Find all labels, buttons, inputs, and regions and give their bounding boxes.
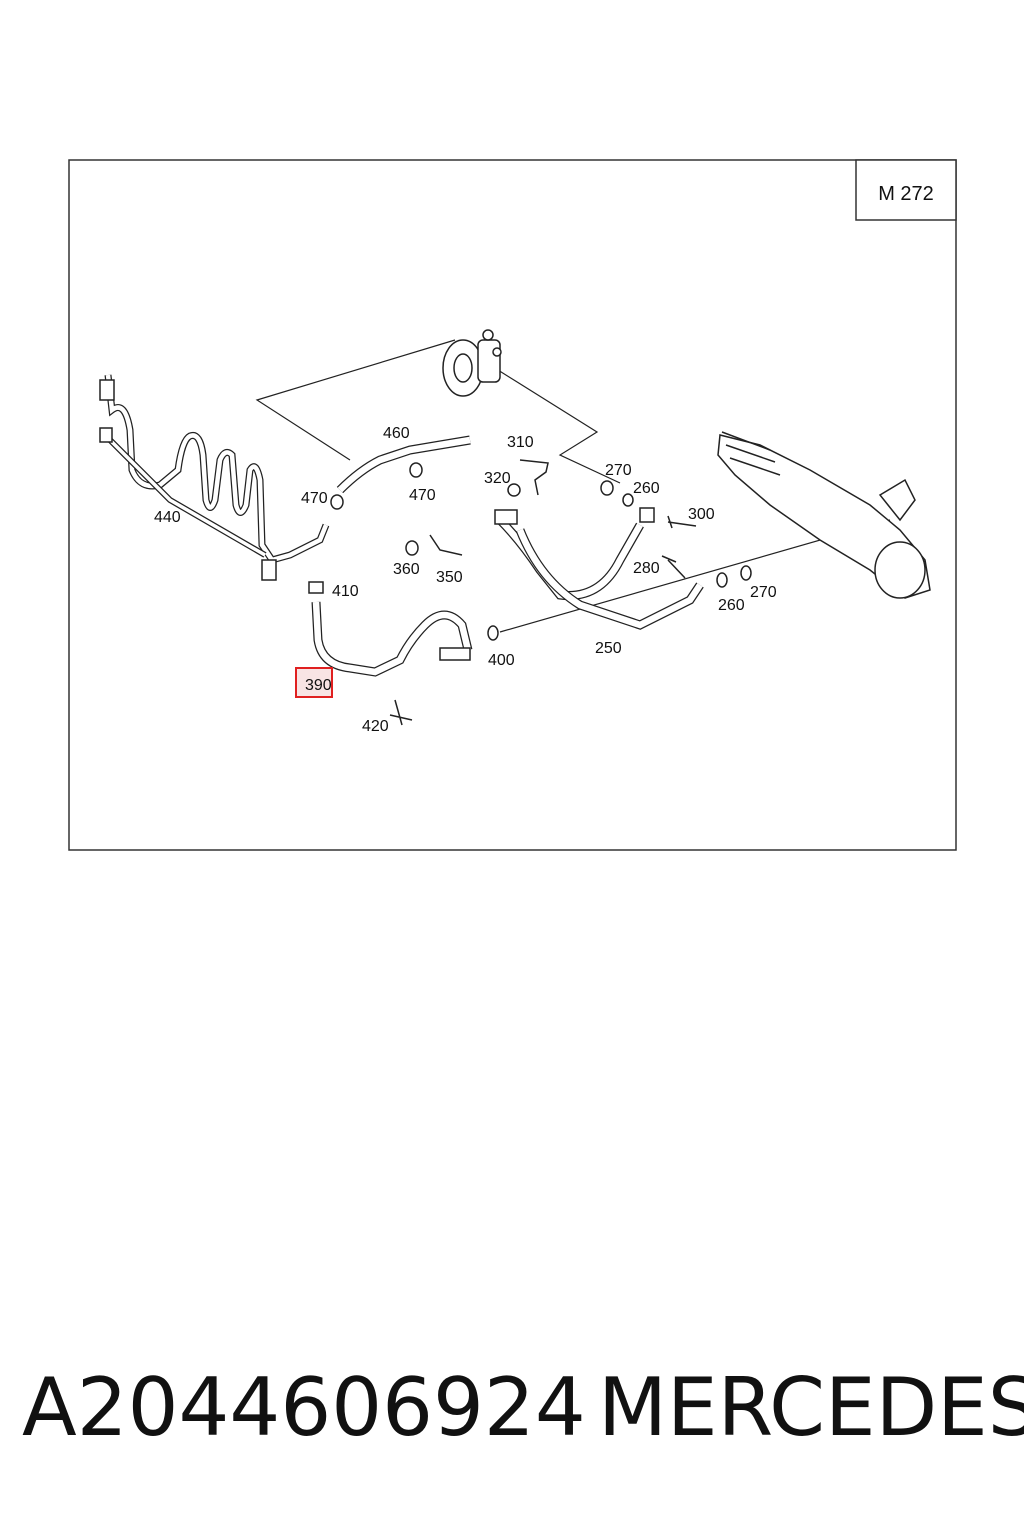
hose-460-icon — [336, 435, 471, 494]
steering-pump-icon — [442, 329, 502, 397]
label-260b: 260 — [718, 597, 745, 614]
steering-rack-icon — [717, 431, 931, 599]
label-400: 400 — [488, 652, 515, 669]
label-440: 440 — [154, 509, 181, 526]
label-310: 310 — [507, 434, 534, 451]
label-300: 300 — [688, 506, 715, 523]
bolt-300-icon — [667, 515, 697, 529]
label-410: 410 — [332, 583, 359, 600]
model-code: M 272 — [878, 183, 934, 205]
nut-360-icon — [405, 540, 419, 556]
label-470b: 470 — [409, 487, 436, 504]
label-470a: 470 — [301, 490, 328, 507]
oring-270b-icon — [740, 565, 752, 581]
clamp-470b-icon — [409, 462, 423, 478]
label-460: 460 — [383, 425, 410, 442]
bolt-420-icon — [389, 699, 413, 726]
clip-410-icon — [308, 581, 324, 594]
diagram-frame — [68, 159, 957, 851]
bracket-310-icon — [519, 459, 549, 496]
bolt-280-icon — [661, 555, 686, 579]
pressure-line-250-icon — [494, 507, 704, 630]
label-390: 390 — [305, 677, 332, 694]
label-270a: 270 — [605, 462, 632, 479]
oring-260b-icon — [716, 572, 728, 588]
nut-320-icon — [507, 483, 521, 497]
label-320: 320 — [484, 470, 511, 487]
label-360: 360 — [393, 561, 420, 578]
bracket-350-icon — [429, 534, 463, 556]
brand-name: MERCEDES — [598, 1361, 1024, 1454]
part-number: A2044606924 — [22, 1361, 586, 1454]
oring-260a-icon — [622, 493, 634, 507]
label-350: 350 — [436, 569, 463, 586]
hardware-icons — [308, 459, 752, 726]
clamp-470a-icon — [330, 494, 344, 510]
label-280: 280 — [633, 560, 660, 577]
label-420: 420 — [362, 718, 389, 735]
hose-390-icon — [311, 601, 473, 677]
oring-400-icon — [487, 625, 499, 641]
highlight-390[interactable]: 390 — [295, 667, 333, 698]
label-260a: 260 — [633, 480, 660, 497]
cooler-line-440-icon — [99, 374, 330, 581]
model-box: M 272 — [855, 159, 957, 221]
oring-270a-icon — [600, 480, 614, 496]
part-labels: 440 460 470 470 310 320 270 260 300 360 … — [154, 425, 777, 735]
parts-diagram: M 272 — [68, 159, 957, 851]
label-250: 250 — [595, 640, 622, 657]
label-270b: 270 — [750, 584, 777, 601]
